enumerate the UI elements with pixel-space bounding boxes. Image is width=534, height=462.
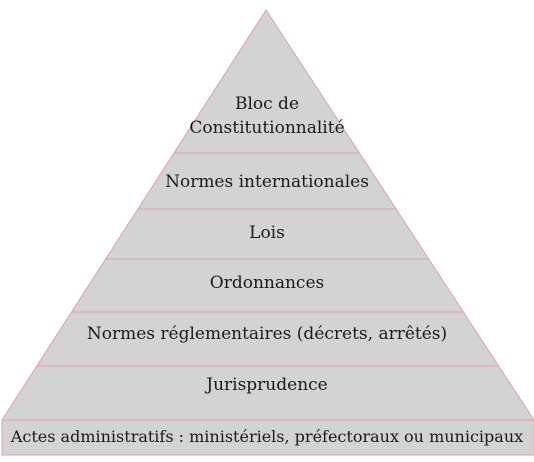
level-jurisprudence: Jurisprudence	[206, 375, 328, 395]
level-actes-administratifs: Actes administratifs : ministériels, pré…	[10, 427, 524, 446]
level-bloc-constitutionnalite: Bloc de Constitutionnalité	[189, 94, 345, 138]
level-normes-reglementaires: Normes réglementaires (décrets, arrêtés)	[86, 324, 448, 344]
pyramid-body	[1, 9, 534, 456]
level-ordonnances: Ordonnances	[209, 273, 325, 293]
level-normes-internationales: Normes internationales	[165, 172, 369, 192]
level-lois: Lois	[249, 223, 285, 243]
